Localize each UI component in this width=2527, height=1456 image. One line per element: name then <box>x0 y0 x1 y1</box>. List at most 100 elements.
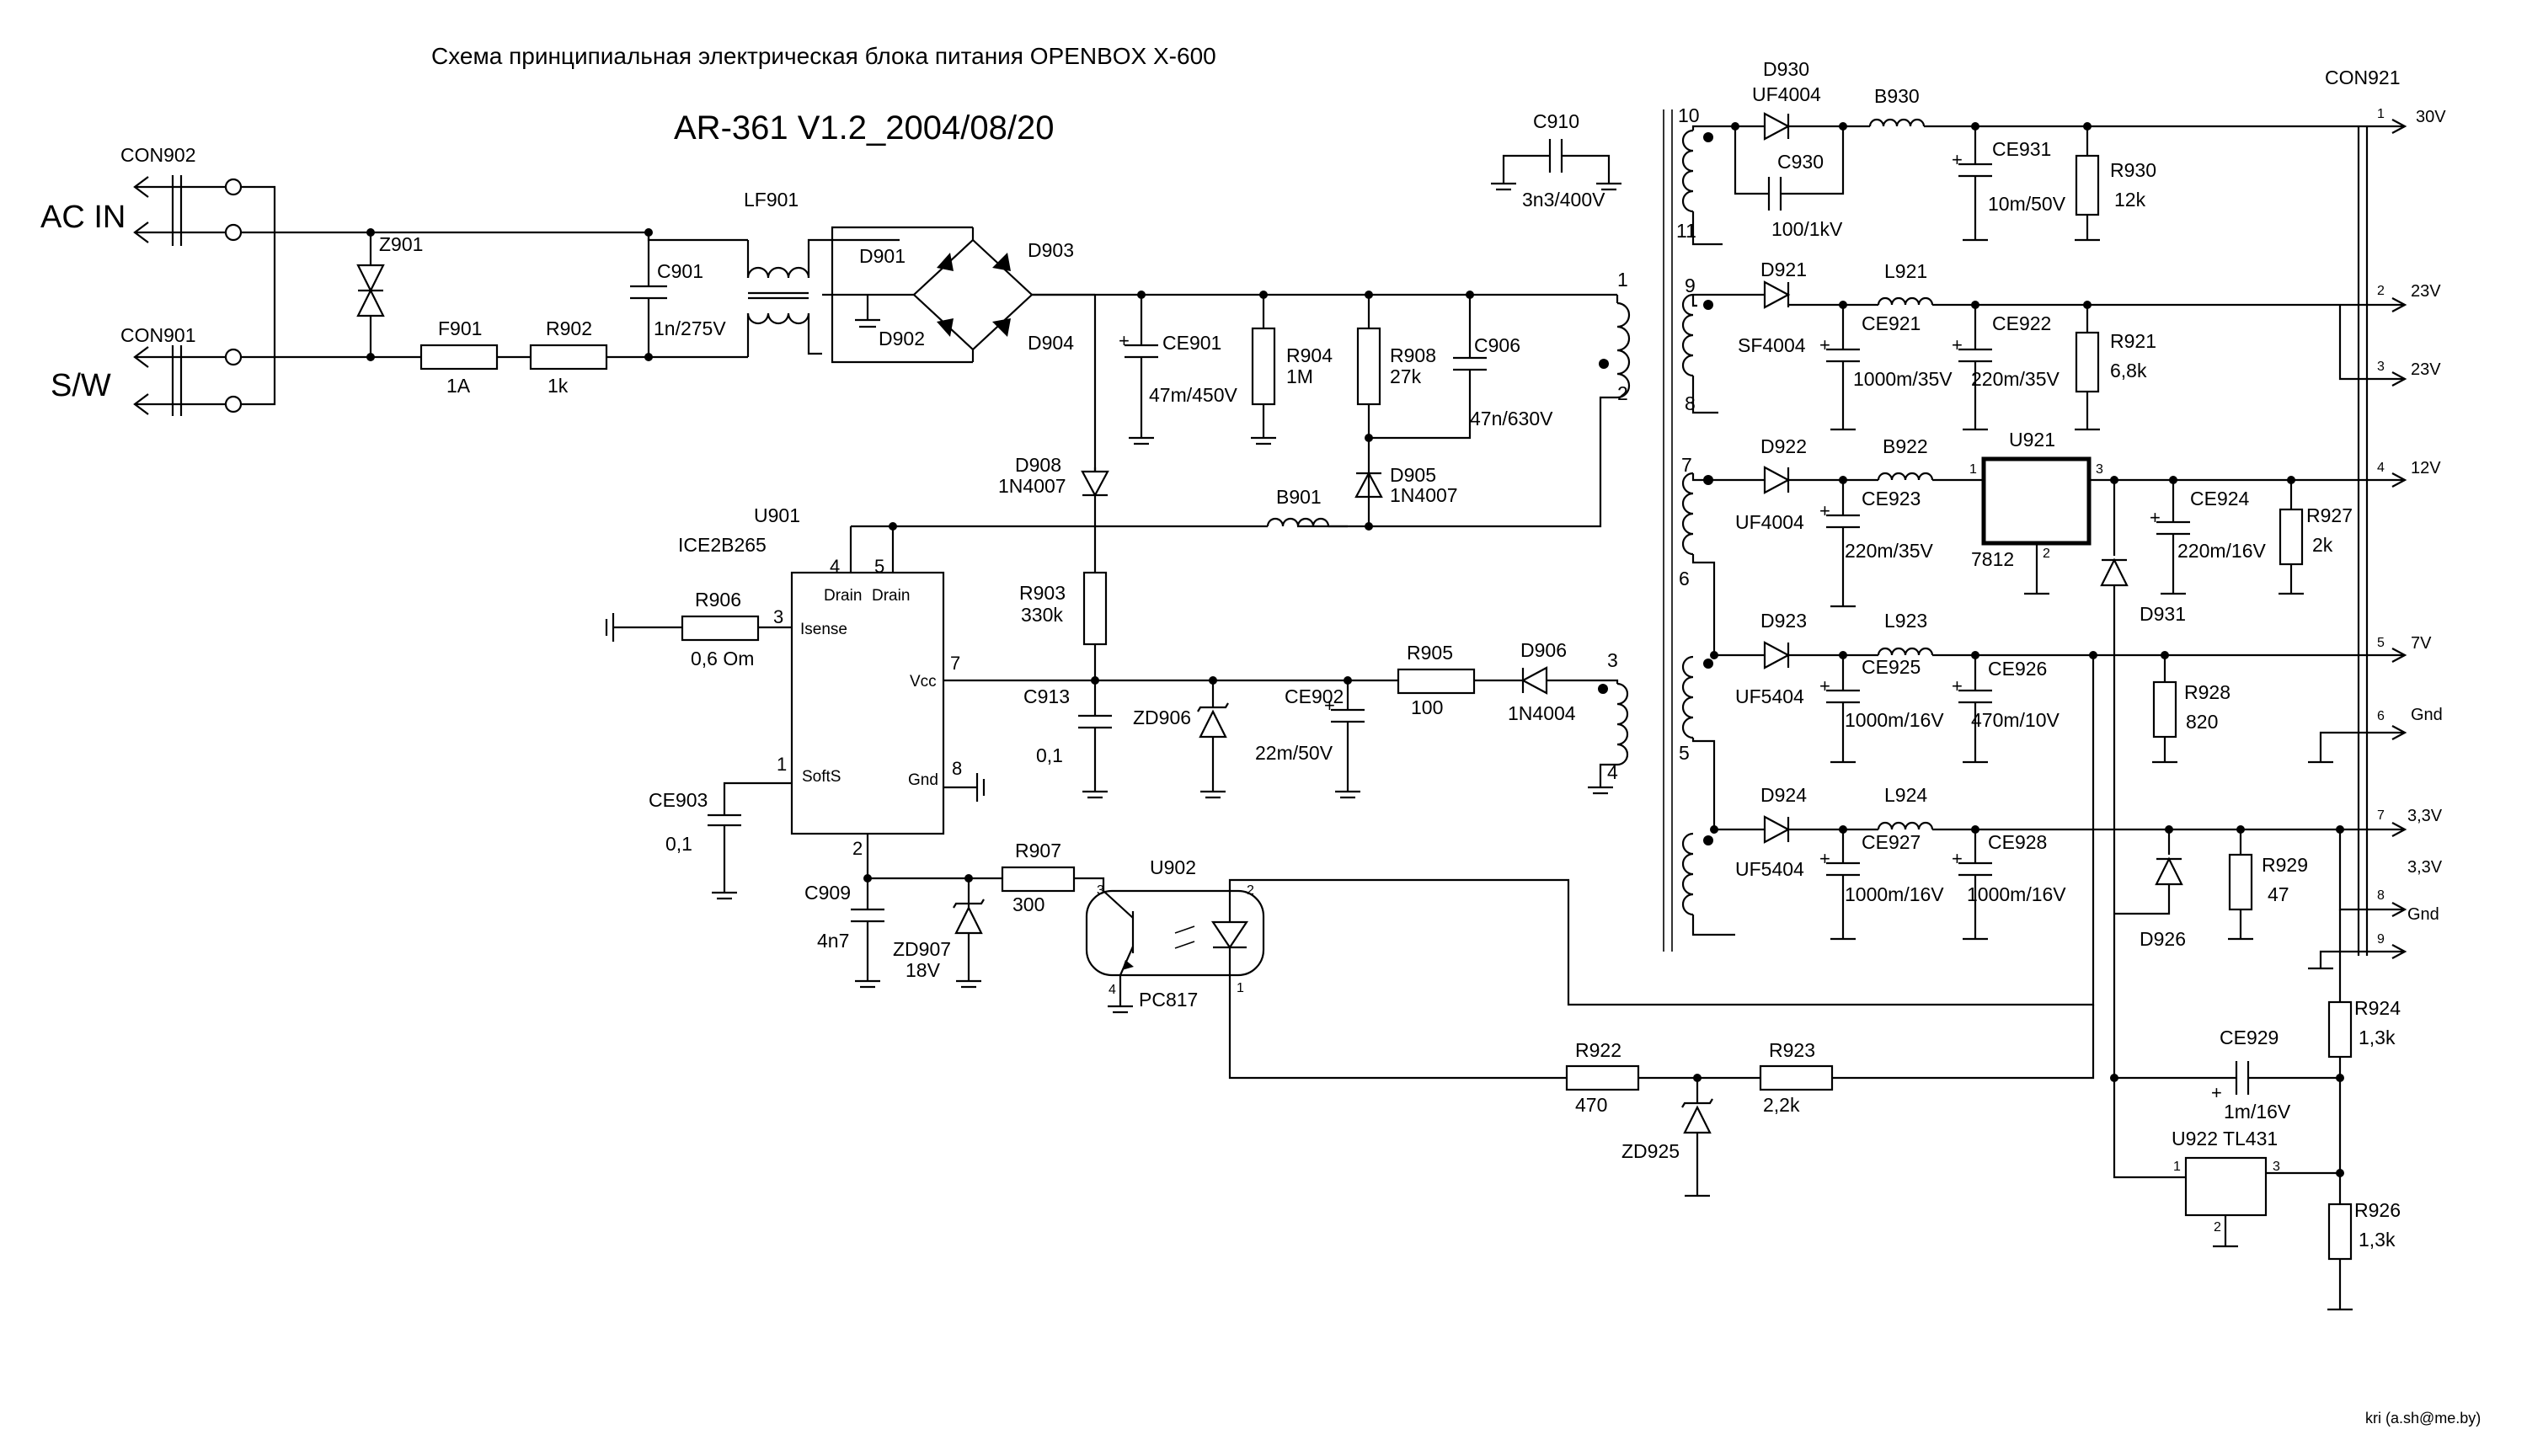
ce921-value: 1000m/35V <box>1853 368 1953 390</box>
ce921-label: CE921 <box>1862 312 1921 334</box>
pin-10: 10 <box>1678 104 1700 126</box>
capacitor-c910 <box>1491 139 1621 191</box>
d908-label: D908 <box>1015 454 1061 476</box>
svg-text:+: + <box>1952 334 1963 355</box>
r923-value: 2,2k <box>1763 1094 1800 1116</box>
resistor-r905 <box>1397 668 1476 695</box>
diode-d923 <box>1763 641 1791 669</box>
d923-value: UF5404 <box>1735 685 1804 707</box>
r924-label: R924 <box>2354 997 2401 1019</box>
con921-pin-2: 2 <box>2377 284 2385 298</box>
diode-d921 <box>1763 280 1791 309</box>
bead-b930 <box>1868 118 1926 127</box>
diode-d906 <box>1520 666 1548 695</box>
u902-pin-1: 1 <box>1237 981 1244 995</box>
varistor-z901 <box>356 264 385 317</box>
ce922-label: CE922 <box>1992 312 2051 334</box>
d926-label: D926 <box>2140 928 2186 950</box>
svg-text:+: + <box>1324 695 1335 716</box>
r904-label: R904 <box>1286 344 1333 366</box>
ce929-label: CE929 <box>2220 1027 2279 1048</box>
r921-label: R921 <box>2110 330 2156 352</box>
c906-label: C906 <box>1474 334 1520 356</box>
c910-value: 3n3/400V <box>1522 189 1605 211</box>
output-7v: 7V <box>2411 634 2432 653</box>
u901-pin-2: 2 <box>852 838 863 859</box>
u922-pin-1: 1 <box>2173 1160 2181 1174</box>
choke-lf901 <box>746 238 900 357</box>
r921-value: 6,8k <box>2110 360 2147 381</box>
con901-label: CON901 <box>120 324 195 346</box>
f901-label: F901 <box>438 317 482 339</box>
author-credit: kri (a.sh@me.by) <box>2365 1410 2481 1427</box>
c910-label: C910 <box>1533 110 1579 132</box>
r903-value: 330k <box>1021 604 1063 626</box>
pin-8: 8 <box>1685 392 1696 414</box>
u922-pin-3: 3 <box>2273 1160 2280 1174</box>
ce902-value: 22m/50V <box>1255 742 1333 764</box>
pin-3-aux: 3 <box>1607 649 1618 671</box>
d905-value: 1N4007 <box>1390 484 1458 506</box>
r903-label: R903 <box>1019 582 1066 604</box>
u901-pin-7: 7 <box>950 653 960 674</box>
u902-label: U902 <box>1150 856 1196 878</box>
output-3v3-a: 3,3V <box>2407 807 2443 825</box>
r908-label: R908 <box>1390 344 1436 366</box>
d908-value: 1N4007 <box>998 475 1066 497</box>
pin-11: 11 <box>1676 220 1696 242</box>
pin-drain-1: Drain <box>824 587 862 605</box>
resistor-r929 <box>2228 853 2253 911</box>
r908-value: 27k <box>1390 365 1422 387</box>
d902-label: D902 <box>879 328 925 349</box>
c906-value: 47n/630V <box>1470 408 1553 429</box>
ce922-value: 220m/35V <box>1971 368 2060 390</box>
output-gnd-a: Gnd <box>2411 706 2443 724</box>
u901-pin-5: 5 <box>874 556 884 577</box>
r922-value: 470 <box>1575 1094 1607 1116</box>
zd906-label: ZD906 <box>1133 707 1191 728</box>
con921-pin-7: 7 <box>2377 808 2385 823</box>
b930-label: B930 <box>1874 85 1920 107</box>
svg-text:+: + <box>1952 675 1963 696</box>
svg-text:+: + <box>2150 507 2161 528</box>
r927-value: 2k <box>2312 534 2333 556</box>
zener-zd907 <box>954 905 983 935</box>
con921-pin-5: 5 <box>2377 636 2385 650</box>
ce927-value: 1000m/16V <box>1845 883 1944 905</box>
resistor-r907 <box>1001 866 1076 893</box>
ce924-label: CE924 <box>2190 488 2250 509</box>
output-pins <box>2367 119 2407 959</box>
r928-value: 820 <box>2186 711 2218 733</box>
ce925-label: CE925 <box>1862 656 1921 678</box>
ce931-value: 10m/50V <box>1988 193 2066 215</box>
c930-value: 100/1kV <box>1771 218 1843 240</box>
con921-pin-6: 6 <box>2377 709 2385 723</box>
zener-zd906 <box>1199 709 1227 739</box>
u922-pin-2: 2 <box>2214 1220 2221 1235</box>
r929-value: 47 <box>2268 883 2289 905</box>
u901-pin-1: 1 <box>777 754 787 775</box>
pin-1-primary: 1 <box>1617 269 1628 291</box>
c913-label: C913 <box>1023 685 1070 707</box>
diagram-subtitle: AR-361 V1.2_2004/08/20 <box>674 109 1054 147</box>
ce926-label: CE926 <box>1988 658 2047 680</box>
u921-label: U921 <box>2009 429 2055 451</box>
r922-label: R922 <box>1575 1039 1621 1061</box>
z901-label: Z901 <box>379 233 423 255</box>
svg-text:+: + <box>1819 500 1830 521</box>
pin-7: 7 <box>1681 454 1692 476</box>
u921-pin-2: 2 <box>2043 547 2050 561</box>
resistor-r902 <box>529 344 608 371</box>
pin-9: 9 <box>1685 275 1696 296</box>
resistor-r928 <box>2152 680 2177 739</box>
ce928-value: 1000m/16V <box>1967 883 2066 905</box>
diode-d931 <box>2100 557 2129 587</box>
zd925-label: ZD925 <box>1621 1140 1680 1162</box>
l923-label: L923 <box>1884 610 1927 632</box>
l924-label: L924 <box>1884 784 1927 806</box>
b922-label: B922 <box>1883 435 1928 457</box>
c930-label: C930 <box>1777 151 1824 173</box>
d922-value: UF4004 <box>1735 511 1804 533</box>
ce925-value: 1000m/16V <box>1845 709 1944 731</box>
